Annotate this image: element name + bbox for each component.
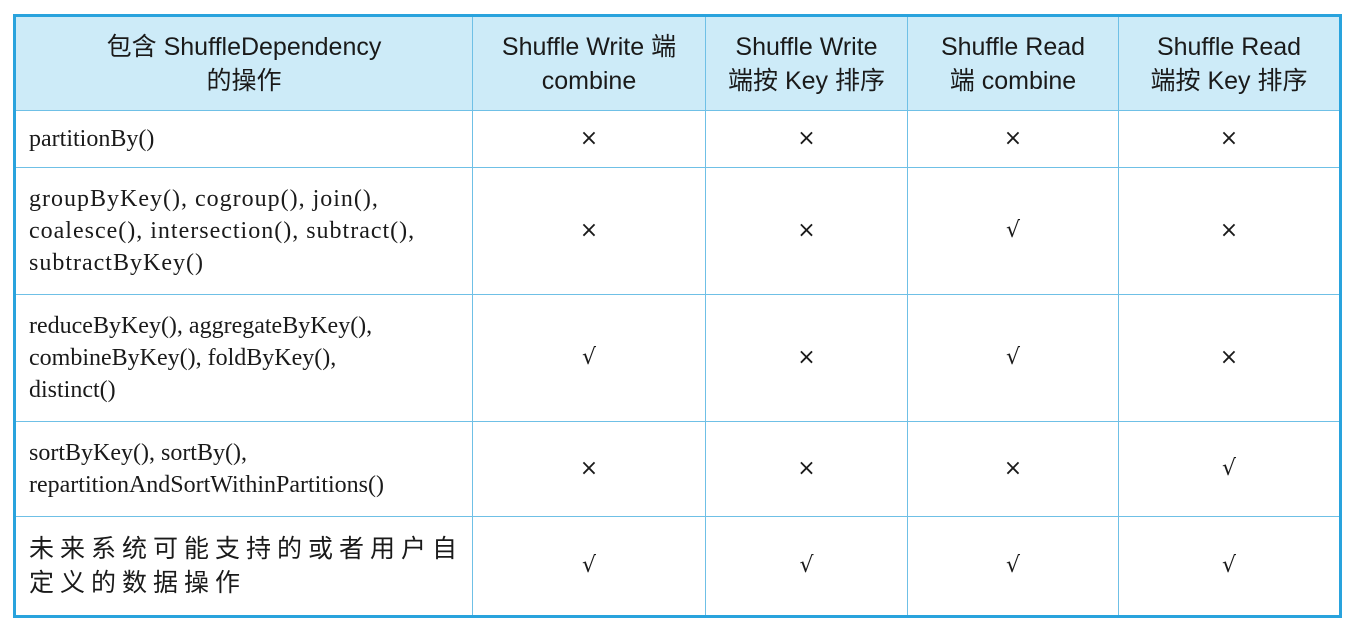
operation-text: combineByKey(), foldByKey(), [29,345,337,371]
mark-cell: × [705,167,908,295]
table-row: groupByKey(), cogroup(), join(), coalesc… [14,167,1341,295]
header-text: 端按 Key 排序 [1150,66,1308,95]
operation-cell: partitionBy() [14,110,473,168]
table-row: reduceByKey(), aggregateByKey(), combine… [14,294,1341,422]
mark-cell: × [1118,294,1341,422]
mark-cell: √ [1118,516,1341,617]
header-text: Shuffle Write [735,32,878,61]
operation-text: coalesce(), intersection(), subtract(), [29,218,416,244]
operation-text: partitionBy() [29,126,155,152]
header-text: 的操作 [206,66,282,95]
mark-cell: × [705,421,908,517]
operation-text: 未来系统可能支持的或者用户自 [29,534,464,563]
header-text: 端按 Key 排序 [728,66,885,95]
mark-cell: √ [472,516,706,617]
mark-cell: √ [907,294,1119,422]
mark-cell: √ [907,516,1119,617]
operation-text: 定义的数据操作 [29,568,247,597]
operation-text: subtractByKey() [29,250,204,276]
header-text: Shuffle Write 端 [501,32,677,61]
header-read-combine: Shuffle Read 端 combine [907,15,1119,111]
header-write-sort: Shuffle Write 端按 Key 排序 [705,15,908,111]
header-text: combine [541,66,637,95]
operation-cell: reduceByKey(), aggregateByKey(), combine… [14,294,473,422]
operation-text: distinct() [29,377,116,403]
operation-text: reduceByKey(), aggregateByKey(), [29,313,373,339]
mark-cell: √ [472,294,706,422]
operation-cell: groupByKey(), cogroup(), join(), coalesc… [14,167,473,295]
mark-cell: × [472,110,706,168]
header-text: 包含 ShuffleDependency [106,32,382,61]
header-text: 端 combine [949,66,1077,95]
shuffle-operations-table: 包含 ShuffleDependency 的操作 Shuffle Write 端… [13,14,1342,618]
header-write-combine: Shuffle Write 端 combine [472,15,706,111]
mark-cell: × [472,421,706,517]
mark-cell: × [705,110,908,168]
table-row: sortByKey(), sortBy(), repartitionAndSor… [14,421,1341,517]
mark-cell: × [705,294,908,422]
operation-cell: sortByKey(), sortBy(), repartitionAndSor… [14,421,473,517]
mark-cell: × [907,110,1119,168]
header-read-sort: Shuffle Read 端按 Key 排序 [1118,15,1341,111]
mark-cell: × [1118,167,1341,295]
header-row: 包含 ShuffleDependency 的操作 Shuffle Write 端… [14,15,1341,111]
operation-text: groupByKey(), cogroup(), join(), [29,186,379,212]
operation-text: sortByKey(), sortBy(), [29,440,247,466]
mark-cell: √ [1118,421,1341,517]
mark-cell: × [1118,110,1341,168]
mark-cell: √ [705,516,908,617]
header-text: Shuffle Read [1156,32,1302,61]
table-row: partitionBy() × × × × [14,110,1341,168]
operation-text: repartitionAndSortWithinPartitions() [29,472,384,498]
header-text: Shuffle Read [940,32,1086,61]
operation-cell: 未来系统可能支持的或者用户自 定义的数据操作 [14,516,473,617]
table-row: 未来系统可能支持的或者用户自 定义的数据操作 √ √ √ √ [14,516,1341,617]
mark-cell: × [907,421,1119,517]
header-operation: 包含 ShuffleDependency 的操作 [14,15,473,111]
mark-cell: √ [907,167,1119,295]
mark-cell: × [472,167,706,295]
